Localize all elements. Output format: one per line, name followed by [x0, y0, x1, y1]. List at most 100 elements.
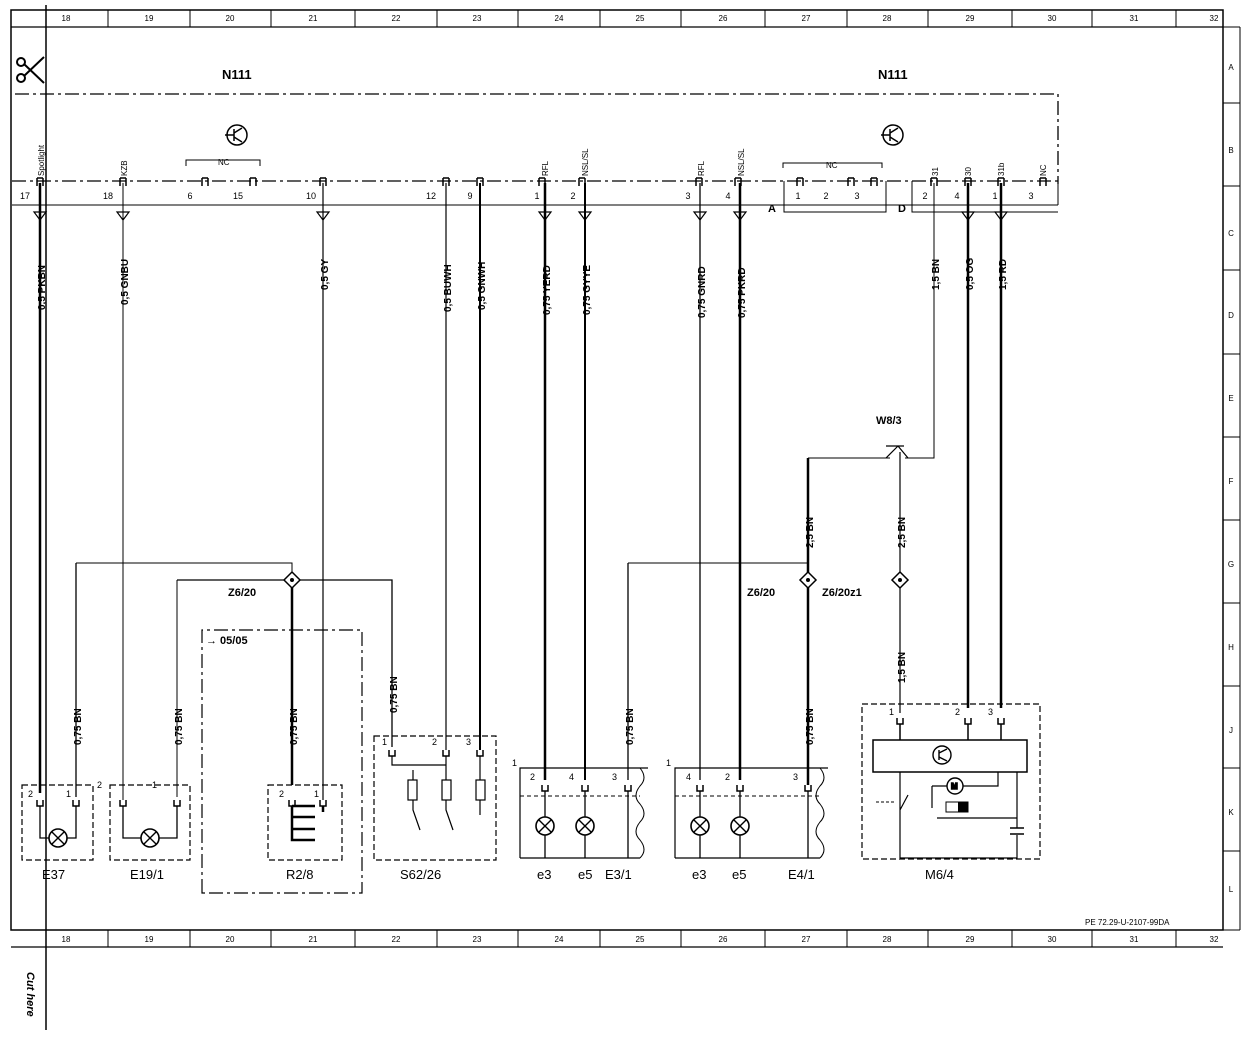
- svg-text:0,75 BN: 0,75 BN: [73, 708, 84, 745]
- svg-text:NC: NC: [826, 161, 838, 170]
- model-variant-box: → 05/05: [201, 629, 363, 894]
- svg-text:2: 2: [570, 191, 575, 201]
- svg-text:4: 4: [725, 191, 730, 201]
- svg-text:0,5 GNWH: 0,5 GNWH: [477, 262, 488, 310]
- splice-z620z1: [890, 570, 910, 590]
- column-dividers: [107, 10, 1240, 947]
- svg-text:24: 24: [555, 14, 564, 23]
- svg-text:E19/1: E19/1: [130, 867, 164, 882]
- svg-text:31: 31: [931, 167, 940, 176]
- svg-text:0,75 BN: 0,75 BN: [625, 708, 636, 745]
- svg-text:24: 24: [555, 935, 564, 944]
- svg-text:4: 4: [686, 772, 691, 782]
- svg-text:31: 31: [1130, 14, 1139, 23]
- svg-text:H: H: [1228, 643, 1234, 652]
- module-n111: N111 N111 NC NC A D Spotlight KZB RFL NS…: [12, 67, 1059, 221]
- svg-text:17: 17: [20, 191, 30, 201]
- svg-text:19: 19: [145, 14, 154, 23]
- svg-text:B: B: [1228, 146, 1233, 155]
- svg-text:e5: e5: [732, 867, 746, 882]
- svg-text:G: G: [1228, 560, 1234, 569]
- svg-text:1: 1: [992, 191, 997, 201]
- svg-text:2: 2: [530, 772, 535, 782]
- transistor-icon: [881, 124, 904, 146]
- svg-text:9: 9: [467, 191, 472, 201]
- svg-text:2: 2: [922, 191, 927, 201]
- svg-text:2: 2: [97, 780, 102, 790]
- drawing-reference: PE 72.29-U-2107-99DA: [1085, 918, 1170, 927]
- svg-text:3: 3: [1028, 191, 1033, 201]
- svg-text:R2/8: R2/8: [286, 867, 313, 882]
- svg-text:4: 4: [569, 772, 574, 782]
- row-labels: A B C D E F G H J K L: [1228, 63, 1234, 894]
- component-r28: 2 1 R2/8: [267, 784, 343, 882]
- splice-z620-right: [798, 570, 818, 590]
- svg-text:A: A: [1228, 63, 1234, 72]
- splice-z620-left: [282, 570, 302, 590]
- svg-text:e3: e3: [692, 867, 706, 882]
- svg-text:12: 12: [426, 191, 436, 201]
- svg-text:0,75 GNRD: 0,75 GNRD: [697, 266, 708, 318]
- component-e37: 2 1 E37: [21, 784, 94, 882]
- svg-text:0,75 GYYE: 0,75 GYYE: [582, 265, 593, 315]
- svg-text:D: D: [1228, 311, 1234, 320]
- svg-text:D: D: [898, 203, 906, 215]
- motor-icon: M: [946, 777, 964, 795]
- svg-text:RFL: RFL: [697, 160, 706, 176]
- svg-text:18: 18: [62, 935, 71, 944]
- svg-text:25: 25: [636, 935, 645, 944]
- svg-text:27: 27: [802, 935, 811, 944]
- svg-text:E: E: [1228, 394, 1233, 403]
- svg-text:1: 1: [512, 758, 517, 768]
- column-labels-bottom: 18 19 20 21 22 23 24 25 26 27 28 29 30 3…: [62, 935, 1219, 944]
- svg-text:21: 21: [309, 935, 318, 944]
- svg-text:3: 3: [685, 191, 690, 201]
- svg-text:32: 32: [1210, 935, 1219, 944]
- component-m64: M 1 2 3 M6/4: [861, 703, 1041, 882]
- svg-text:0,75 BN: 0,75 BN: [389, 676, 400, 713]
- svg-text:28: 28: [883, 935, 892, 944]
- transistor-icon: [932, 745, 952, 765]
- svg-text:0,75 BN: 0,75 BN: [289, 708, 300, 745]
- node-labels: W8/3 Z6/20 Z6/20 Z6/20z1: [228, 415, 902, 599]
- svg-text:3: 3: [793, 772, 798, 782]
- svg-text:2: 2: [725, 772, 730, 782]
- svg-text:NSL/SL: NSL/SL: [737, 148, 746, 176]
- svg-text:RFL: RFL: [541, 160, 550, 176]
- svg-text:F: F: [1229, 477, 1234, 486]
- svg-text:e5: e5: [578, 867, 592, 882]
- svg-text:31: 31: [1130, 935, 1139, 944]
- svg-text:E37: E37: [42, 867, 65, 882]
- svg-text:2: 2: [279, 789, 284, 799]
- svg-text:30: 30: [1048, 935, 1057, 944]
- svg-text:28: 28: [883, 14, 892, 23]
- svg-text:2: 2: [823, 191, 828, 201]
- svg-text:N111: N111: [878, 67, 908, 82]
- svg-text:25: 25: [636, 14, 645, 23]
- svg-text:2: 2: [28, 789, 33, 799]
- svg-text:E4/1: E4/1: [788, 867, 815, 882]
- column-labels-top: 18 19 20 21 22 23 24 25 26 27 28 29 30 3…: [62, 14, 1219, 23]
- svg-text:1: 1: [66, 789, 71, 799]
- svg-text:6: 6: [187, 191, 192, 201]
- svg-text:NC: NC: [1039, 164, 1048, 176]
- svg-text:0,5 BUWH: 0,5 BUWH: [443, 264, 454, 312]
- svg-text:C: C: [1228, 229, 1234, 238]
- scissors-icon: [16, 56, 45, 84]
- svg-text:0,5 GNBU: 0,5 GNBU: [120, 259, 131, 305]
- transistor-icon: [225, 124, 248, 146]
- svg-text:1: 1: [314, 789, 319, 799]
- svg-text:NSL/SL: NSL/SL: [581, 148, 590, 176]
- svg-text:23: 23: [473, 14, 482, 23]
- svg-text:A: A: [768, 203, 776, 215]
- svg-text:3: 3: [854, 191, 859, 201]
- svg-text:K: K: [1228, 808, 1234, 817]
- svg-text:23: 23: [473, 935, 482, 944]
- svg-text:0,5 PKBN: 0,5 PKBN: [37, 265, 48, 310]
- svg-text:0,75 BN: 0,75 BN: [805, 708, 816, 745]
- svg-text:31b: 31b: [997, 162, 1006, 176]
- component-s6226: 1 2 3 S62/26: [373, 735, 497, 882]
- svg-text:0,75 YERD: 0,75 YERD: [542, 265, 553, 315]
- svg-text:30: 30: [964, 167, 973, 176]
- component-e31: 1 2 4 3 e3 e5 E3/1: [512, 758, 648, 882]
